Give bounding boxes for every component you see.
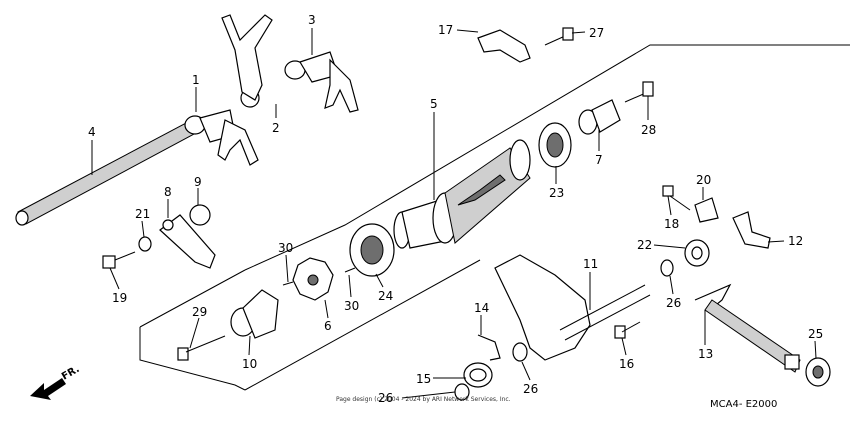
shift-fork-1[interactable] xyxy=(184,109,259,166)
front-arrow: FR. xyxy=(30,364,82,400)
callout-27: 27 xyxy=(589,26,604,40)
oil-seal[interactable] xyxy=(805,357,831,387)
drum-cam[interactable] xyxy=(230,289,279,339)
callout-13: 13 xyxy=(698,347,713,361)
callout-23: 23 xyxy=(549,186,564,200)
circlip-26b[interactable] xyxy=(512,342,528,362)
shift-drum-plate[interactable] xyxy=(292,257,334,301)
bolt-16[interactable] xyxy=(614,321,641,339)
stopper-plate[interactable] xyxy=(477,29,531,63)
callout-12: 12 xyxy=(788,234,803,248)
bearing-24[interactable] xyxy=(349,223,395,277)
washer-22[interactable] xyxy=(684,239,710,267)
shift-fork-2[interactable] xyxy=(221,14,273,108)
callout-26c: 26 xyxy=(378,391,393,405)
callout-9: 9 xyxy=(194,175,202,189)
callout-30a: 30 xyxy=(278,241,293,255)
pin-30a[interactable] xyxy=(282,281,294,286)
callout-1: 1 xyxy=(192,73,200,87)
callout-22: 22 xyxy=(637,238,652,252)
callout-15: 15 xyxy=(416,372,431,386)
spring-9[interactable] xyxy=(189,204,211,226)
callout-7: 7 xyxy=(595,153,603,167)
callout-24: 24 xyxy=(378,289,393,303)
callout-16: 16 xyxy=(619,357,634,371)
callout-18: 18 xyxy=(664,217,679,231)
callout-21: 21 xyxy=(135,207,150,221)
callouts: 1 2 3 4 5 6 7 8 9 10 11 12 13 14 15 16 1… xyxy=(88,13,823,405)
assembly-frame xyxy=(244,44,850,271)
bolt-19[interactable] xyxy=(102,251,136,269)
callout-28: 28 xyxy=(641,123,656,137)
stopper-arm[interactable] xyxy=(159,214,216,269)
callout-19: 19 xyxy=(112,291,127,305)
callout-26b: 26 xyxy=(523,382,538,396)
callout-20: 20 xyxy=(696,173,711,187)
bearing-23[interactable] xyxy=(538,122,572,168)
callout-26a: 26 xyxy=(666,296,681,310)
pin-30b[interactable] xyxy=(344,267,356,273)
callout-4: 4 xyxy=(88,125,96,139)
assembly-frame-lower xyxy=(139,269,246,328)
copyright-text: Page design (c) 2004 - 2024 by ARI Netwo… xyxy=(336,396,511,403)
shift-arm-12[interactable] xyxy=(732,211,771,249)
leader-lines xyxy=(91,28,817,399)
washer-21[interactable] xyxy=(138,236,152,252)
front-label: FR. xyxy=(60,364,82,383)
drum-center[interactable] xyxy=(578,99,621,135)
circlip-26a[interactable] xyxy=(660,259,674,277)
callout-29: 29 xyxy=(192,305,207,319)
callout-2: 2 xyxy=(272,121,280,135)
callout-6: 6 xyxy=(324,319,332,333)
callout-11: 11 xyxy=(583,257,598,271)
callout-25: 25 xyxy=(808,327,823,341)
callout-5: 5 xyxy=(430,97,438,111)
callout-3: 3 xyxy=(308,13,316,27)
callout-8: 8 xyxy=(164,185,172,199)
callout-14: 14 xyxy=(474,301,489,315)
callout-17: 17 xyxy=(438,23,453,37)
callout-30b: 30 xyxy=(344,299,359,313)
gearshift-plate[interactable] xyxy=(494,254,651,361)
bolt-18[interactable] xyxy=(662,185,691,211)
arrow-left-icon xyxy=(30,378,66,400)
diagram-code: MCA4- E2000 xyxy=(710,399,777,410)
pin-14[interactable] xyxy=(477,334,501,361)
assembly-frame-base xyxy=(244,259,481,391)
shift-fork-3[interactable] xyxy=(284,51,359,113)
callout-10: 10 xyxy=(242,357,257,371)
bolt-28[interactable] xyxy=(624,81,654,103)
spring-15[interactable] xyxy=(463,362,493,388)
gearshift-spindle[interactable] xyxy=(694,283,801,373)
assembly-frame-left xyxy=(139,327,246,391)
bolt-27[interactable] xyxy=(544,27,574,46)
bolt-29[interactable] xyxy=(177,335,226,361)
shift-fork-shaft[interactable] xyxy=(15,121,197,226)
plate-20[interactable] xyxy=(694,197,719,223)
shift-drum[interactable] xyxy=(393,139,531,249)
